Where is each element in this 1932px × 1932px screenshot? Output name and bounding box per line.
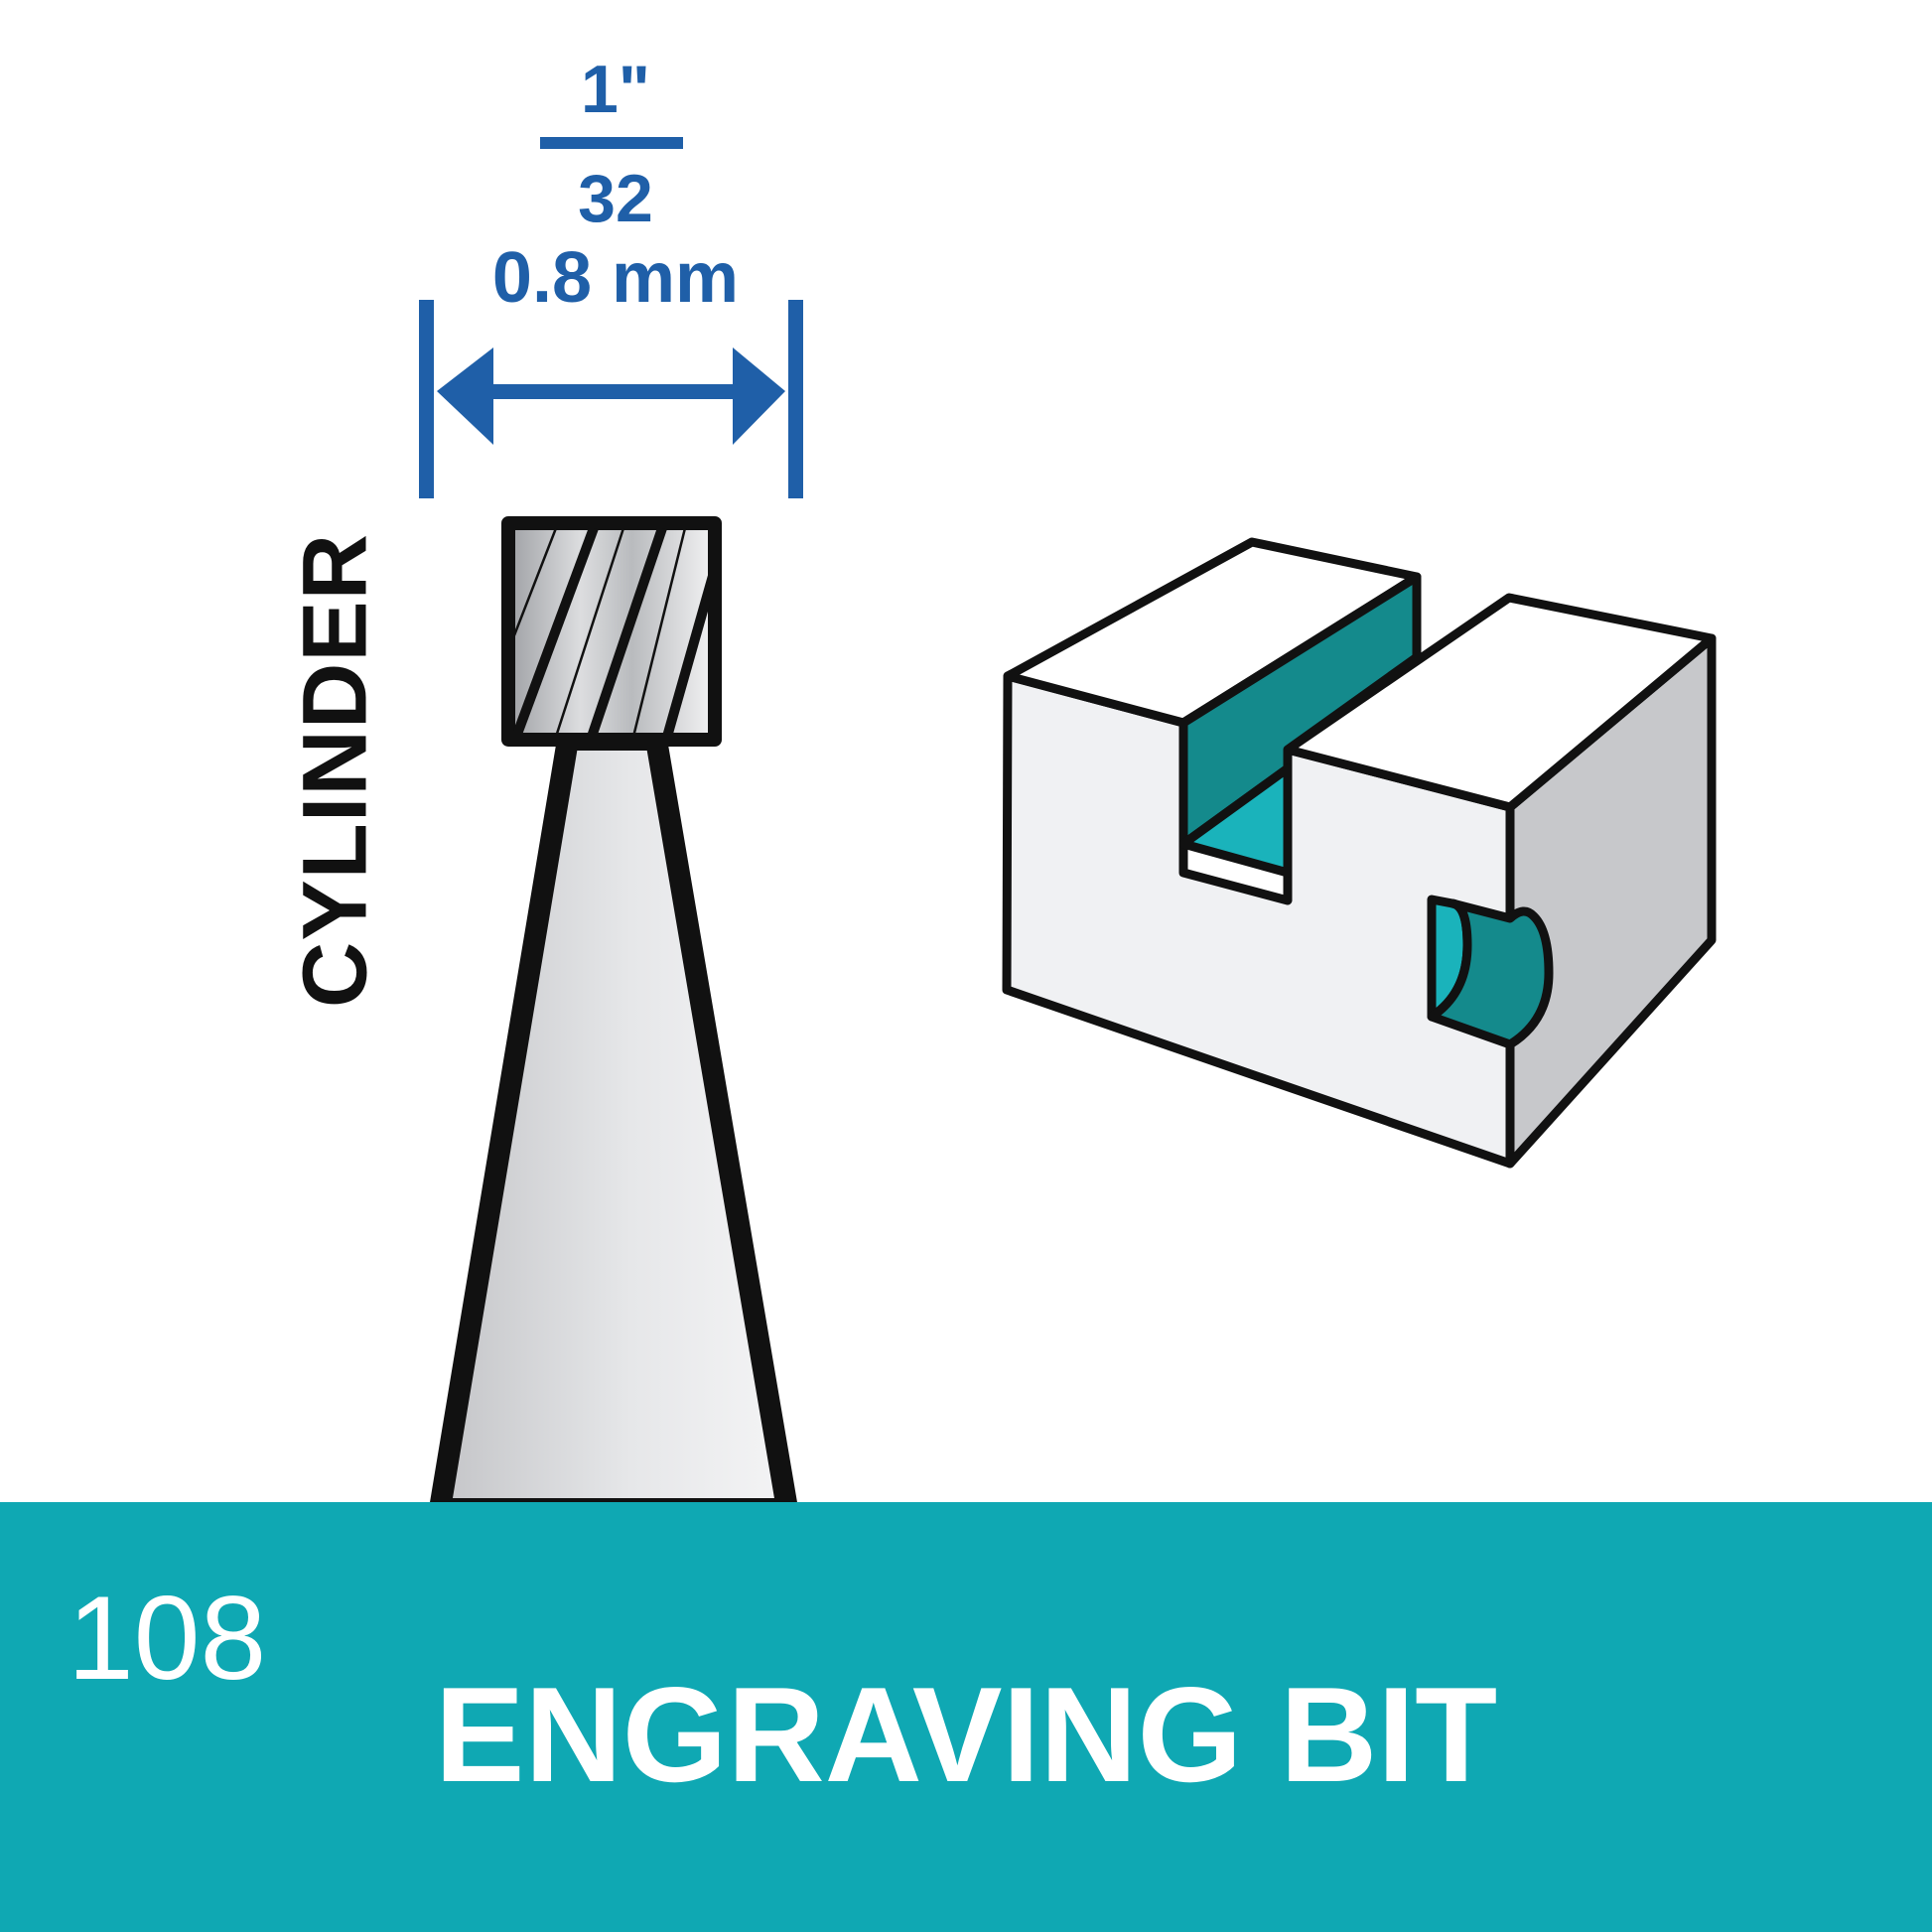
engraving-bit-icon bbox=[429, 516, 798, 1520]
dimension-left-limit bbox=[419, 300, 434, 498]
block-top-right bbox=[1283, 593, 1717, 812]
workpiece-block-icon bbox=[1002, 537, 1717, 1169]
dimension-arrow-icon bbox=[419, 137, 803, 498]
dimension-right-limit bbox=[788, 300, 803, 498]
fraction-bar bbox=[540, 137, 683, 149]
model-number: 108 bbox=[68, 1572, 267, 1705]
bit-flutes bbox=[513, 528, 710, 735]
right-arrowhead bbox=[733, 347, 785, 445]
bit-shank bbox=[429, 729, 798, 1520]
fraction-numerator: 1" bbox=[580, 52, 651, 127]
round-cut-channel bbox=[1427, 898, 1554, 1049]
footer-band bbox=[0, 1502, 1932, 1932]
metric-size: 0.8 mm bbox=[491, 238, 740, 318]
groove-side-wall bbox=[1178, 763, 1293, 878]
fraction-denominator: 32 bbox=[578, 161, 653, 236]
dimension-line bbox=[486, 384, 735, 399]
product-name: ENGRAVING BIT bbox=[434, 1659, 1498, 1810]
left-arrowhead bbox=[437, 347, 493, 445]
shape-label: CYLINDER bbox=[284, 532, 386, 1009]
bit-head bbox=[501, 516, 722, 747]
